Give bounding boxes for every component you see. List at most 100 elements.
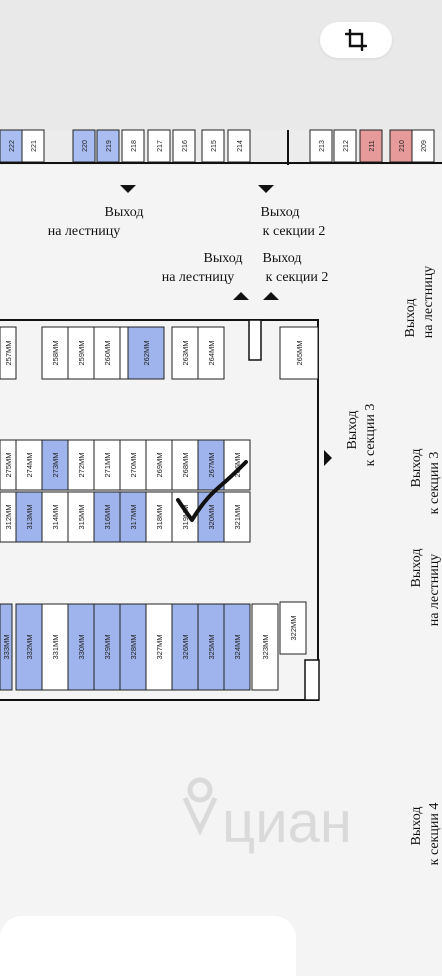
- parking-space[interactable]: 326ММ: [171, 603, 199, 691]
- parking-space-box: [67, 491, 95, 543]
- parking-space-label: 268ММ: [181, 452, 190, 477]
- parking-space[interactable]: 263ММ: [171, 326, 199, 380]
- parking-space[interactable]: 330ММ: [67, 603, 95, 691]
- exit-section2-top: Выход к секции 2: [258, 185, 325, 239]
- parking-space-label: 312ММ: [4, 504, 13, 529]
- parking-space[interactable]: 212: [333, 129, 357, 163]
- exit-label-line2: к секции 2: [266, 270, 329, 285]
- parking-space[interactable]: 333ММ: [0, 603, 13, 691]
- exit-label-line1: Выход: [204, 251, 243, 266]
- parking-space[interactable]: 329ММ: [93, 603, 121, 691]
- parking-space[interactable]: 269ММ: [145, 439, 173, 491]
- parking-space-label: 331ММ: [51, 634, 60, 659]
- parking-space-label: 329ММ: [103, 634, 112, 659]
- parking-space[interactable]: 275ММ: [0, 439, 17, 491]
- parking-space-label: 271ММ: [103, 452, 112, 477]
- parking-space[interactable]: 273ММ: [41, 439, 69, 491]
- parking-space-box: [67, 326, 95, 380]
- parking-space[interactable]: 265ММ: [279, 326, 319, 380]
- parking-space[interactable]: 317ММ: [119, 491, 147, 543]
- parking-space[interactable]: 211: [359, 129, 383, 163]
- parking-space[interactable]: 209: [411, 129, 435, 163]
- exit-arrow-icon: [263, 292, 279, 300]
- parking-space[interactable]: 259ММ: [67, 326, 95, 380]
- parking-space[interactable]: 312ММ: [0, 491, 17, 543]
- parking-space[interactable]: 220: [72, 129, 96, 163]
- crop-button[interactable]: [320, 22, 392, 58]
- main-floor-spaces: 257ММ258ММ259ММ260ММ261ММ262ММ263ММ264ММ…: [0, 326, 319, 691]
- side-label-l1: Выход: [409, 549, 424, 588]
- parking-space-label: 330ММ: [77, 634, 86, 659]
- parking-space-label: 275ММ: [4, 452, 13, 477]
- parking-space[interactable]: 327ММ: [145, 603, 173, 691]
- parking-space[interactable]: 218: [121, 129, 145, 163]
- parking-space[interactable]: 320ММ: [197, 491, 225, 543]
- parking-space-box: [0, 326, 17, 380]
- parking-space[interactable]: 266ММ: [223, 439, 251, 491]
- parking-space[interactable]: 316ММ: [93, 491, 121, 543]
- parking-space[interactable]: 313ММ: [15, 491, 43, 543]
- parking-space[interactable]: 321ММ: [223, 491, 251, 543]
- parking-space[interactable]: 262ММ: [127, 326, 165, 380]
- parking-space[interactable]: 328ММ: [119, 603, 147, 691]
- exit-label-line1: Выход: [105, 205, 144, 220]
- side-label-l1: Выход: [409, 449, 424, 488]
- parking-space[interactable]: 323ММ: [251, 603, 279, 691]
- parking-space-label: 210: [399, 140, 406, 152]
- parking-space-box: [197, 603, 225, 691]
- cian-watermark: циан: [182, 777, 352, 855]
- parking-space[interactable]: 216: [172, 129, 196, 163]
- parking-space[interactable]: 217: [147, 129, 171, 163]
- parking-space[interactable]: 258ММ: [41, 326, 69, 380]
- parking-space[interactable]: 213: [309, 129, 333, 163]
- exit-label-line1: Выход: [345, 411, 360, 450]
- parking-space[interactable]: 219: [96, 129, 120, 163]
- parking-space[interactable]: 222: [0, 129, 23, 163]
- parking-space[interactable]: 318ММ: [145, 491, 173, 543]
- parking-space-box: [171, 603, 199, 691]
- stair-column: [248, 319, 262, 361]
- parking-space[interactable]: 324ММ: [223, 603, 251, 691]
- parking-space[interactable]: 267ММ: [197, 439, 225, 491]
- parking-space-box: [171, 326, 199, 380]
- side-label-l1: Выход: [403, 299, 418, 338]
- parking-space[interactable]: 271ММ: [93, 439, 121, 491]
- parking-space-box: [223, 603, 251, 691]
- exit-label-line2: на лестницу: [162, 270, 235, 285]
- parking-space[interactable]: 274ММ: [15, 439, 43, 491]
- parking-space[interactable]: 332ММ: [15, 603, 43, 691]
- parking-space-label: 259ММ: [77, 340, 86, 365]
- parking-space-label: 313ММ: [25, 504, 34, 529]
- main-exits: Выход на лестницу Выход к секции 2: [162, 251, 329, 300]
- parking-space-label: 222: [9, 140, 16, 152]
- parking-space[interactable]: 270ММ: [119, 439, 147, 491]
- parking-space[interactable]: 325ММ: [197, 603, 225, 691]
- parking-space[interactable]: 214: [227, 129, 251, 163]
- parking-space[interactable]: 221: [21, 129, 45, 163]
- parking-space[interactable]: 322ММ: [279, 601, 307, 655]
- parking-space[interactable]: 314ММ: [41, 491, 69, 543]
- parking-space-label: 219: [106, 140, 113, 152]
- parking-space[interactable]: 257ММ: [0, 326, 17, 380]
- parking-space[interactable]: 215: [201, 129, 225, 163]
- exit-stairs-top: Выход на лестницу: [48, 185, 144, 239]
- exit-section3-side: Выход к секции 3: [324, 404, 378, 466]
- parking-space[interactable]: 315ММ: [67, 491, 95, 543]
- parking-space-label: 320ММ: [207, 504, 216, 529]
- parking-space[interactable]: 260ММ: [93, 326, 121, 380]
- corner-column: [304, 659, 320, 701]
- parking-space[interactable]: 268ММ: [171, 439, 199, 491]
- parking-space[interactable]: 331ММ: [41, 603, 69, 691]
- bottom-sheet[interactable]: [0, 916, 296, 976]
- parking-space[interactable]: 272ММ: [67, 439, 95, 491]
- exit-label-line1: Выход: [263, 251, 302, 266]
- exit-arrow-icon: [233, 292, 249, 300]
- parking-space-box: [41, 326, 69, 380]
- parking-space-box: [93, 603, 121, 691]
- parking-space[interactable]: 210: [389, 129, 413, 163]
- parking-space-box: [223, 491, 251, 543]
- parking-space-label: 319ММ: [181, 504, 190, 529]
- parking-space[interactable]: 264ММ: [197, 326, 225, 380]
- parking-space-box: [197, 439, 225, 491]
